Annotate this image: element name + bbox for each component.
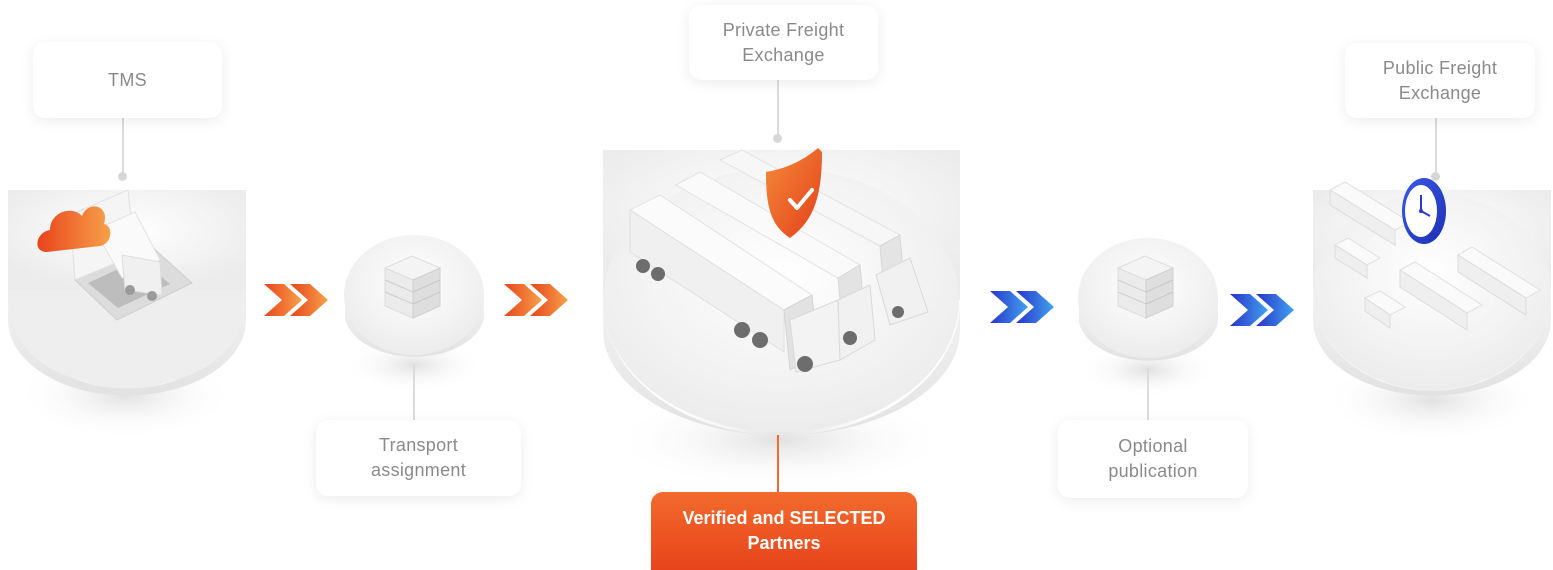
verified-partners-badge: Verified and SELECTED Partners [651, 492, 917, 570]
arrow-blue-1 [990, 291, 1054, 323]
shield-check-icon [766, 148, 822, 238]
tms-connector-dot [118, 172, 127, 181]
transport-connector [413, 365, 415, 420]
private-exchange-label-card: Private Freight Exchange [689, 5, 878, 80]
arrow-blue-2 [1230, 294, 1294, 326]
public-exchange-platform [1313, 178, 1551, 442]
truck-icon [94, 211, 163, 301]
arrow-orange-2 [504, 284, 568, 316]
pallet-icon [1116, 255, 1175, 319]
optional-publication-label-card: Optional publication [1058, 420, 1248, 498]
tms-label: TMS [108, 69, 147, 90]
public-exchange-label: Public Freight Exchange [1382, 57, 1498, 103]
truck-icon [1328, 181, 1541, 331]
private-connector-dot [773, 134, 782, 143]
transport-assignment-label-card: Transport assignment [316, 420, 521, 496]
public-connector [1435, 118, 1437, 174]
cloud-icon [37, 206, 111, 252]
private-connector [777, 80, 779, 136]
transport-assignment-label: Transport assignment [370, 435, 467, 480]
partners-connector [777, 435, 779, 493]
verified-partners-label: Verified and SELECTED Partners [682, 508, 886, 553]
publication-connector [1147, 368, 1149, 420]
tms-platform [8, 189, 246, 440]
clock-icon [1402, 178, 1446, 244]
pallet-icon [383, 255, 442, 319]
arrow-orange-1 [264, 284, 328, 316]
public-exchange-label-card: Public Freight Exchange [1345, 43, 1535, 118]
tms-connector [122, 118, 124, 174]
tms-label-card: TMS [33, 42, 222, 118]
public-connector-dot [1431, 172, 1440, 181]
transport-platform [344, 235, 484, 393]
optional-publication-label: Optional publication [1108, 436, 1198, 481]
private-exchange-platform [603, 148, 960, 490]
private-exchange-label: Private Freight Exchange [722, 19, 845, 65]
